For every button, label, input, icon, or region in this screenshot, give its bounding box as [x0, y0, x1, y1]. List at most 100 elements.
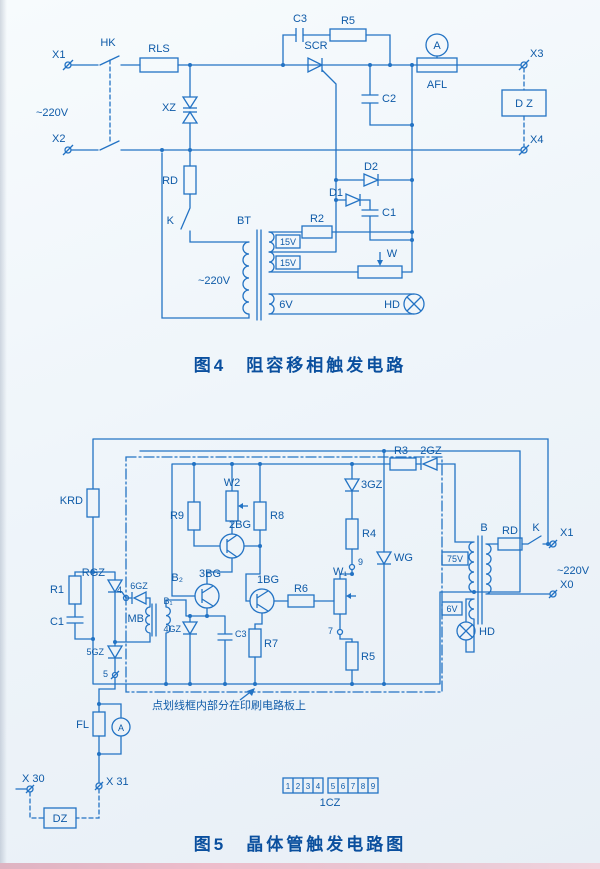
- resistor-r5: [329, 28, 367, 42]
- strip-num-8: 8: [361, 782, 366, 791]
- label-2bg: 2BG: [229, 519, 251, 531]
- resistor-rls: [139, 57, 179, 73]
- junction-dot: [188, 148, 192, 152]
- terminal-x0: [549, 590, 557, 598]
- fuse-rd: [497, 537, 523, 551]
- terminal-slash: [548, 539, 558, 549]
- mb-right-coil: [165, 606, 171, 634]
- junction-dot: [472, 590, 476, 594]
- potentiometer-w2: [225, 490, 239, 522]
- label-krd: KRD: [60, 495, 83, 507]
- bt-secondary-coil: [268, 231, 275, 273]
- terminal-x2: [64, 146, 72, 154]
- terminal-slash: [110, 670, 120, 680]
- label-1cz: 1CZ: [320, 797, 341, 809]
- diode-triangle: [343, 478, 361, 493]
- junction-dot: [258, 462, 262, 466]
- label-fl: FL: [76, 719, 89, 731]
- label-bt: BT: [237, 215, 251, 227]
- label-c3: C3: [235, 629, 247, 639]
- resistor-r6: [287, 594, 315, 608]
- terminal-4: [122, 594, 130, 602]
- fuse-krd: [86, 488, 100, 518]
- label-hd: HD: [479, 626, 495, 638]
- transistor-circle: [219, 533, 245, 559]
- label-k: K: [167, 215, 175, 227]
- strip-num-5: 5: [331, 782, 336, 791]
- lamp-circle: [456, 621, 476, 641]
- label-rgz: RGZ: [82, 567, 106, 579]
- lamp-hd-icon: [403, 293, 425, 315]
- terminal-slash: [518, 144, 530, 156]
- junction-dot: [382, 682, 386, 686]
- label-c1: C1: [50, 616, 64, 628]
- junction-dot: [113, 640, 117, 644]
- label-r9: R9: [170, 510, 184, 522]
- scr-triangle: [307, 56, 324, 74]
- junction-dot: [410, 178, 414, 182]
- junction-dot: [350, 572, 354, 576]
- lamp-cross: [406, 296, 422, 312]
- terminal-x31: [95, 782, 103, 790]
- strip-num-9: 9: [371, 782, 376, 791]
- terminal-strip-1cz: [282, 777, 379, 794]
- label-w: W: [387, 248, 398, 260]
- diode-d2: [363, 173, 380, 187]
- dz-box: [501, 89, 547, 117]
- label-r5: R5: [341, 15, 355, 27]
- resistor-r8: [253, 501, 267, 531]
- transistor-3bg: [194, 583, 220, 609]
- pcb-note: 点划线框内部分在印刷电路板上: [152, 698, 306, 712]
- junction-dots: [160, 63, 414, 242]
- strip-dividers: [292, 778, 314, 793]
- diode-triangle: [181, 96, 199, 110]
- terminal-x4: [520, 146, 528, 154]
- label-w1: W₁: [333, 566, 347, 578]
- label-v220: ~220V: [557, 565, 590, 577]
- label-3gz: 3GZ: [361, 479, 383, 491]
- label-x2: X2: [52, 133, 65, 145]
- diode-triangle: [375, 551, 393, 566]
- junction-dot: [410, 230, 414, 234]
- label-terminal4: 4: [117, 585, 122, 595]
- fig5-wires: [15, 438, 551, 819]
- diode-3gz: [343, 478, 361, 493]
- note-arrow-head: [247, 688, 255, 696]
- junction-dot: [97, 702, 101, 706]
- junction-dot: [410, 63, 414, 67]
- label-x30: X 30: [22, 773, 45, 785]
- junction-dot: [160, 148, 164, 152]
- diode-2gz: [420, 457, 438, 471]
- label-r5: R5: [361, 651, 375, 663]
- label-x4: X4: [530, 134, 543, 146]
- terminal-7: [336, 628, 344, 636]
- mb-left-coil: [145, 606, 151, 634]
- strip-dividers: [337, 778, 369, 793]
- terminal-slash: [62, 59, 74, 71]
- label-ammeter: A: [118, 723, 124, 733]
- circuit-wires: [15, 438, 551, 790]
- diode-d1: [345, 193, 362, 207]
- label-r2: R2: [310, 213, 324, 225]
- label-x3: X3: [530, 48, 543, 60]
- lamp-cross: [459, 624, 473, 638]
- junction-dot: [91, 637, 95, 641]
- label-5gz: 5GZ: [86, 647, 104, 657]
- w2-wiper-head: [238, 503, 243, 509]
- label-x1: X1: [560, 527, 573, 539]
- ammeter-icon: [425, 33, 449, 57]
- junction-dot: [223, 682, 227, 686]
- label-75v: 75V: [447, 554, 463, 564]
- transistor-internals: [256, 590, 269, 612]
- bt-6v-coil: [268, 293, 275, 315]
- label-2gz: 2GZ: [420, 445, 442, 457]
- junction-dot: [258, 544, 262, 548]
- junction-dot: [205, 614, 209, 618]
- junction-dot: [164, 682, 168, 686]
- lamp-circle: [403, 293, 425, 315]
- transistor-2bg: [219, 533, 245, 559]
- label-6v: 6V: [446, 604, 457, 614]
- strip-num-7: 7: [351, 782, 356, 791]
- dz-box: [43, 807, 77, 829]
